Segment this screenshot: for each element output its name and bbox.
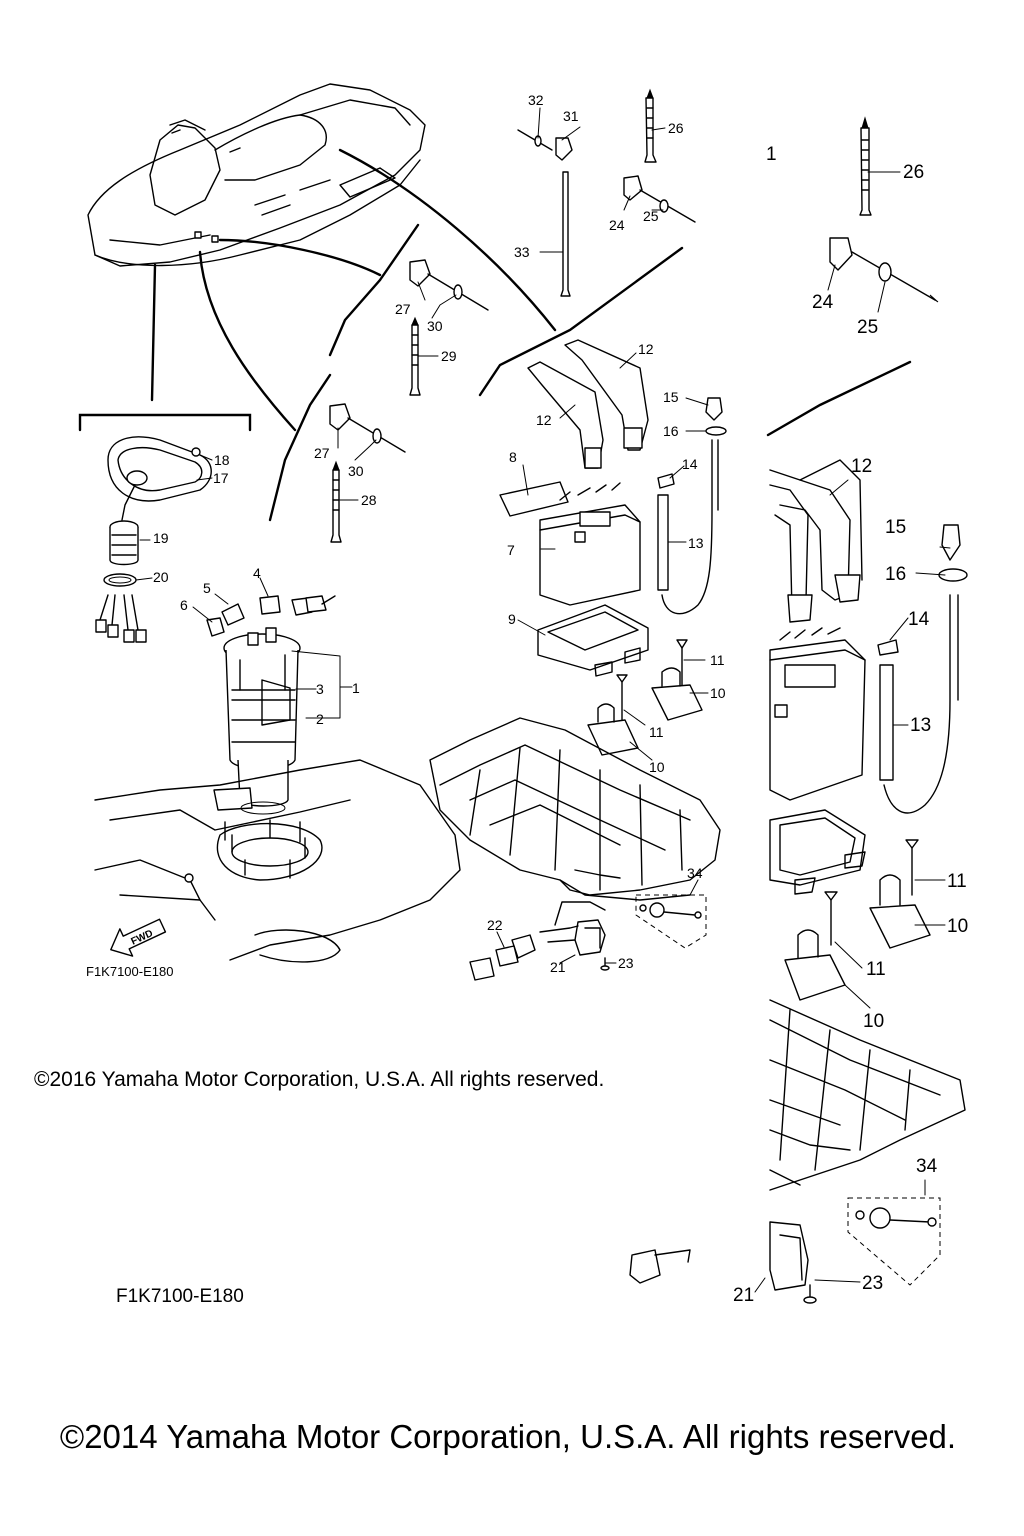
callout-20: 20 — [153, 569, 169, 585]
bg-callout-13: 13 — [910, 715, 931, 736]
callout-34: 34 — [687, 865, 703, 881]
foreground-diagram: FWD — [34, 83, 912, 1091]
background-rivet-illustration — [784, 839, 931, 1001]
bg-callout-11a: 11 — [947, 871, 967, 892]
hull-deck-illustration — [94, 759, 461, 963]
bg-callout-10b: 10 — [863, 1011, 884, 1032]
fuel-pump-assembly-icon — [213, 627, 301, 815]
callout-6: 6 — [180, 597, 188, 613]
deck-bracket-illustration — [429, 717, 721, 901]
bg-callout-1: 1 — [766, 144, 777, 165]
fuel-tank-cover-illustration — [107, 436, 212, 521]
background-diagram-code: F1K7100-E180 — [116, 1286, 244, 1307]
callout-7: 7 — [507, 542, 515, 558]
background-copyright: ©2014 Yamaha Motor Corporation, U.S.A. A… — [60, 1418, 956, 1455]
background-vent-hose-illustration — [877, 524, 968, 814]
fuel-pump-filter-illustration — [95, 520, 147, 643]
battery-band-illustration — [527, 339, 649, 469]
callout-8: 8 — [509, 449, 517, 465]
bg-callout-10a: 10 — [947, 916, 968, 937]
foreground-leader-lines — [135, 107, 709, 964]
callout-12a: 12 — [638, 341, 654, 357]
bg-callout-12: 12 — [851, 456, 872, 477]
bg-callout-26: 26 — [903, 162, 924, 183]
callout-33: 33 — [514, 244, 530, 260]
background-callout-labels: 1 26 24 25 12 15 16 14 13 11 10 11 10 34… — [733, 144, 968, 1306]
callout-27a: 27 — [395, 301, 411, 317]
callout-11a: 11 — [710, 652, 725, 668]
callout-26: 26 — [668, 120, 684, 136]
callout-31: 31 — [563, 108, 579, 124]
callout-25: 25 — [643, 208, 659, 224]
background-deck-illustration — [769, 999, 966, 1191]
bg-callout-11b: 11 — [866, 959, 886, 980]
cable-tie-clamp-middle-illustration — [329, 259, 489, 543]
cable-tie-clamp-illustration — [517, 88, 696, 297]
bg-callout-14: 14 — [908, 609, 930, 630]
watercraft-outline-icon — [87, 83, 426, 267]
callout-9: 9 — [508, 611, 516, 627]
callout-11b: 11 — [649, 724, 664, 740]
foreground-callout-labels: 1 2 3 4 5 6 7 8 9 10 10 11 11 12 12 13 1… — [153, 92, 726, 975]
callout-15: 15 — [663, 389, 679, 405]
bg-callout-34: 34 — [916, 1156, 938, 1177]
callout-14: 14 — [682, 456, 698, 472]
callout-28: 28 — [361, 492, 377, 508]
callout-16: 16 — [663, 423, 679, 439]
bg-callout-16: 16 — [885, 564, 906, 585]
fwd-arrow-icon: FWD — [110, 918, 167, 957]
callout-2: 2 — [316, 711, 324, 727]
bg-callout-21: 21 — [733, 1285, 754, 1306]
callout-23: 23 — [618, 955, 634, 971]
background-battery-box-illustration — [769, 809, 866, 895]
background-battery-illustration — [769, 627, 866, 801]
callout-24: 24 — [609, 217, 625, 233]
drain-bracket-illustration — [469, 901, 610, 981]
callout-22: 22 — [487, 917, 503, 933]
bg-callout-23: 23 — [862, 1273, 883, 1294]
callout-17: 17 — [213, 470, 229, 486]
watercraft-connector-lines — [78, 148, 912, 522]
callout-29: 29 — [441, 348, 457, 364]
callout-30b: 30 — [348, 463, 364, 479]
foreground-diagram-code: F1K7100-E180 — [86, 964, 173, 979]
callout-19: 19 — [153, 530, 169, 546]
background-cable-tie-illustration — [829, 116, 939, 303]
battery-box-illustration — [537, 604, 649, 677]
callout-18: 18 — [214, 452, 230, 468]
callout-10b: 10 — [649, 759, 665, 775]
callout-13: 13 — [688, 535, 704, 551]
parts-group-34 — [635, 894, 707, 949]
callout-27b: 27 — [314, 445, 330, 461]
bg-callout-15: 15 — [885, 517, 906, 538]
callout-1: 1 — [352, 680, 360, 696]
foreground-copyright: ©2016 Yamaha Motor Corporation, U.S.A. A… — [34, 1068, 604, 1091]
callout-10a: 10 — [710, 685, 726, 701]
background-diagram: 1 26 24 25 12 15 16 14 13 11 10 11 10 34… — [60, 116, 968, 1455]
background-bracket-illustration — [629, 1221, 817, 1304]
callout-30a: 30 — [427, 318, 443, 334]
callout-4: 4 — [253, 565, 261, 581]
background-parts-group-34 — [847, 1197, 941, 1286]
background-battery-band-illustration — [769, 459, 863, 623]
callout-32: 32 — [528, 92, 544, 108]
bg-callout-24: 24 — [812, 292, 834, 313]
background-leader-lines — [754, 171, 951, 1293]
fuel-pump-small-parts-illustration — [206, 595, 336, 637]
bg-callout-25: 25 — [857, 317, 878, 338]
callout-5: 5 — [203, 580, 211, 596]
callout-12b: 12 — [536, 412, 552, 428]
battery-icon — [499, 481, 641, 606]
rivet-bracket-illustration — [587, 639, 703, 756]
callout-3: 3 — [316, 681, 324, 697]
callout-21: 21 — [550, 959, 566, 975]
